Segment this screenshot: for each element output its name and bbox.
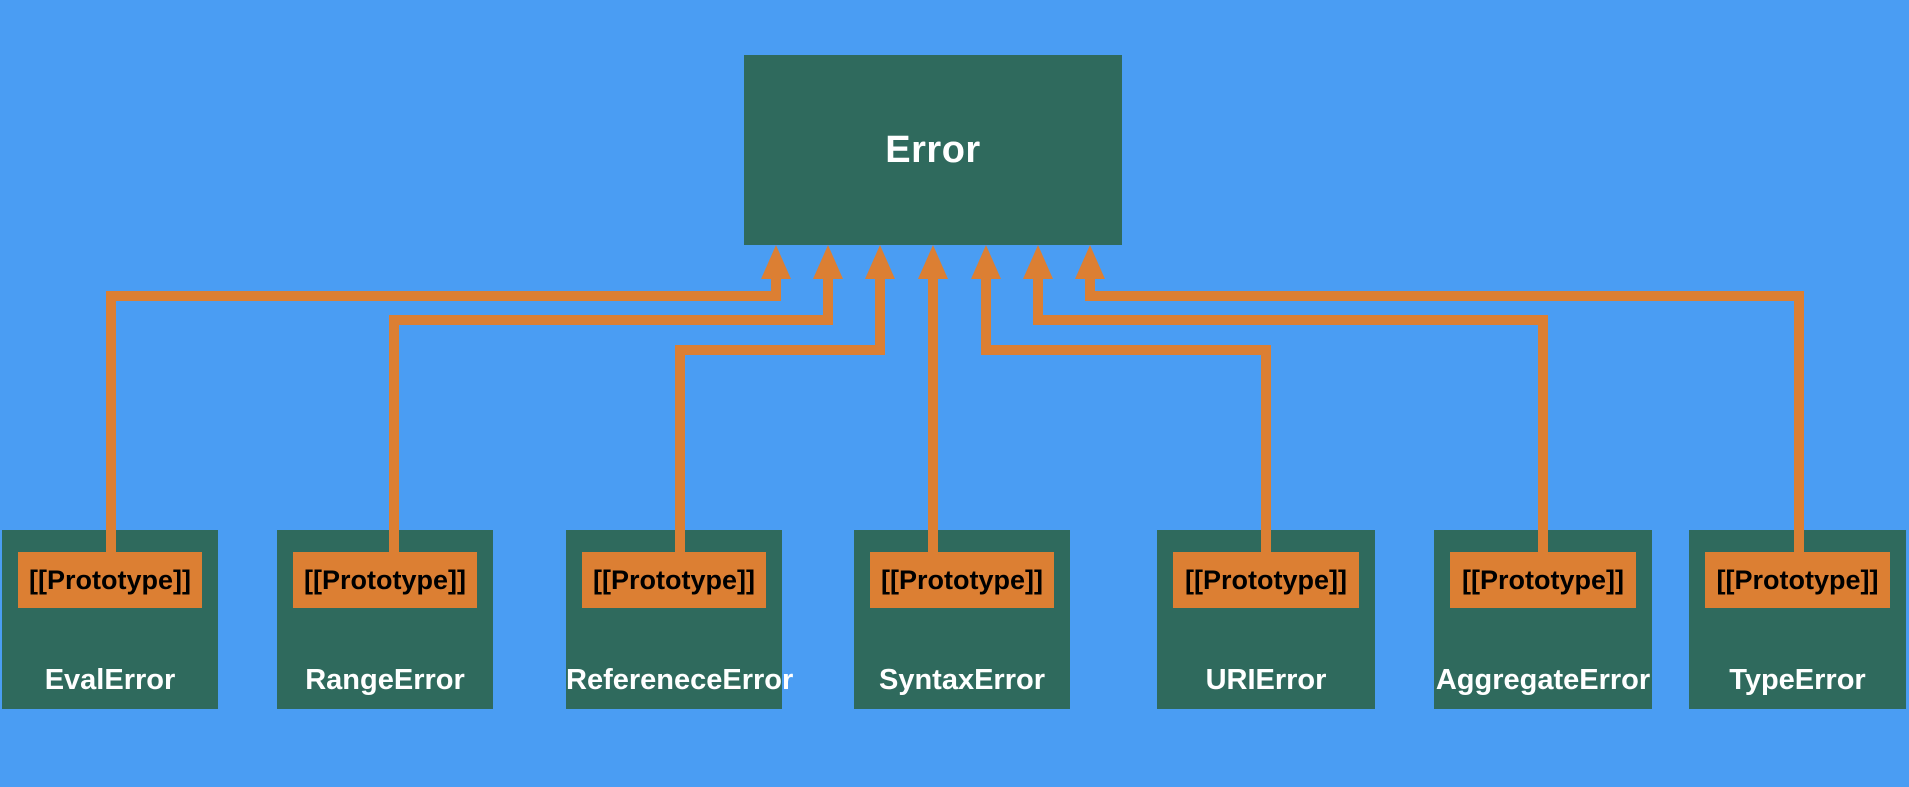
prototype-badge-label: [[Prototype]] (1716, 564, 1879, 595)
rangeerror-node-label: RangeError (305, 664, 465, 696)
refereneceerror-node: [[Prototype]] RefereneceError (566, 530, 794, 709)
arrowhead-icon (918, 245, 948, 279)
urierror-node: [[Prototype]] URIError (1157, 530, 1375, 709)
aggregateerror-node: [[Prototype]] AggregateError (1434, 530, 1652, 709)
prototype-badge-label: [[Prototype]] (1462, 564, 1624, 595)
edge-typeerror-to-error (1085, 270, 1804, 560)
typeerror-node: [[Prototype]] TypeError (1689, 530, 1906, 709)
typeerror-node-label: TypeError (1729, 664, 1866, 696)
edge-urierror-to-error (981, 270, 1271, 560)
edge-aggregateerror-to-error (1033, 270, 1548, 560)
arrowhead-icon (1023, 245, 1053, 279)
syntaxerror-node: [[Prototype]] SyntaxError (854, 530, 1070, 709)
edge-refereneceerror-to-error (675, 270, 885, 560)
urierror-node-label: URIError (1205, 664, 1327, 696)
error-node: Error (744, 55, 1122, 245)
arrowhead-icon (761, 245, 791, 279)
prototype-badge-label: [[Prototype]] (593, 564, 755, 595)
prototype-badge: [[Prototype]] (1173, 552, 1359, 608)
arrowhead-icon (1075, 245, 1105, 279)
prototype-badge-label: [[Prototype]] (881, 564, 1043, 595)
prototype-badge: [[Prototype]] (582, 552, 766, 608)
evalerror-node: [[Prototype]] EvalError (2, 530, 218, 709)
prototype-badge: [[Prototype]] (293, 552, 477, 608)
prototype-badge-label: [[Prototype]] (1185, 564, 1347, 595)
prototype-badge: [[Prototype]] (870, 552, 1054, 608)
prototype-badge: [[Prototype]] (18, 552, 202, 608)
prototype-badge: [[Prototype]] (1450, 552, 1636, 608)
evalerror-node-label: EvalError (44, 664, 176, 696)
arrowhead-icon (865, 245, 895, 279)
prototype-badge: [[Prototype]] (1705, 552, 1890, 608)
edge-evalerror-to-error (106, 270, 781, 560)
rangeerror-node: [[Prototype]] RangeError (277, 530, 493, 709)
prototype-badge-label: [[Prototype]] (304, 564, 466, 595)
edge-rangeerror-to-error (389, 270, 833, 560)
refereneceerror-node-label: RefereneceError (566, 664, 794, 696)
syntaxerror-node-label: SyntaxError (878, 664, 1045, 696)
arrowhead-icon (971, 245, 1001, 279)
prototype-badge-label: [[Prototype]] (29, 564, 191, 595)
arrowhead-icon (813, 245, 843, 279)
error-node-label: Error (885, 128, 981, 171)
aggregateerror-node-label: AggregateError (1435, 664, 1651, 696)
